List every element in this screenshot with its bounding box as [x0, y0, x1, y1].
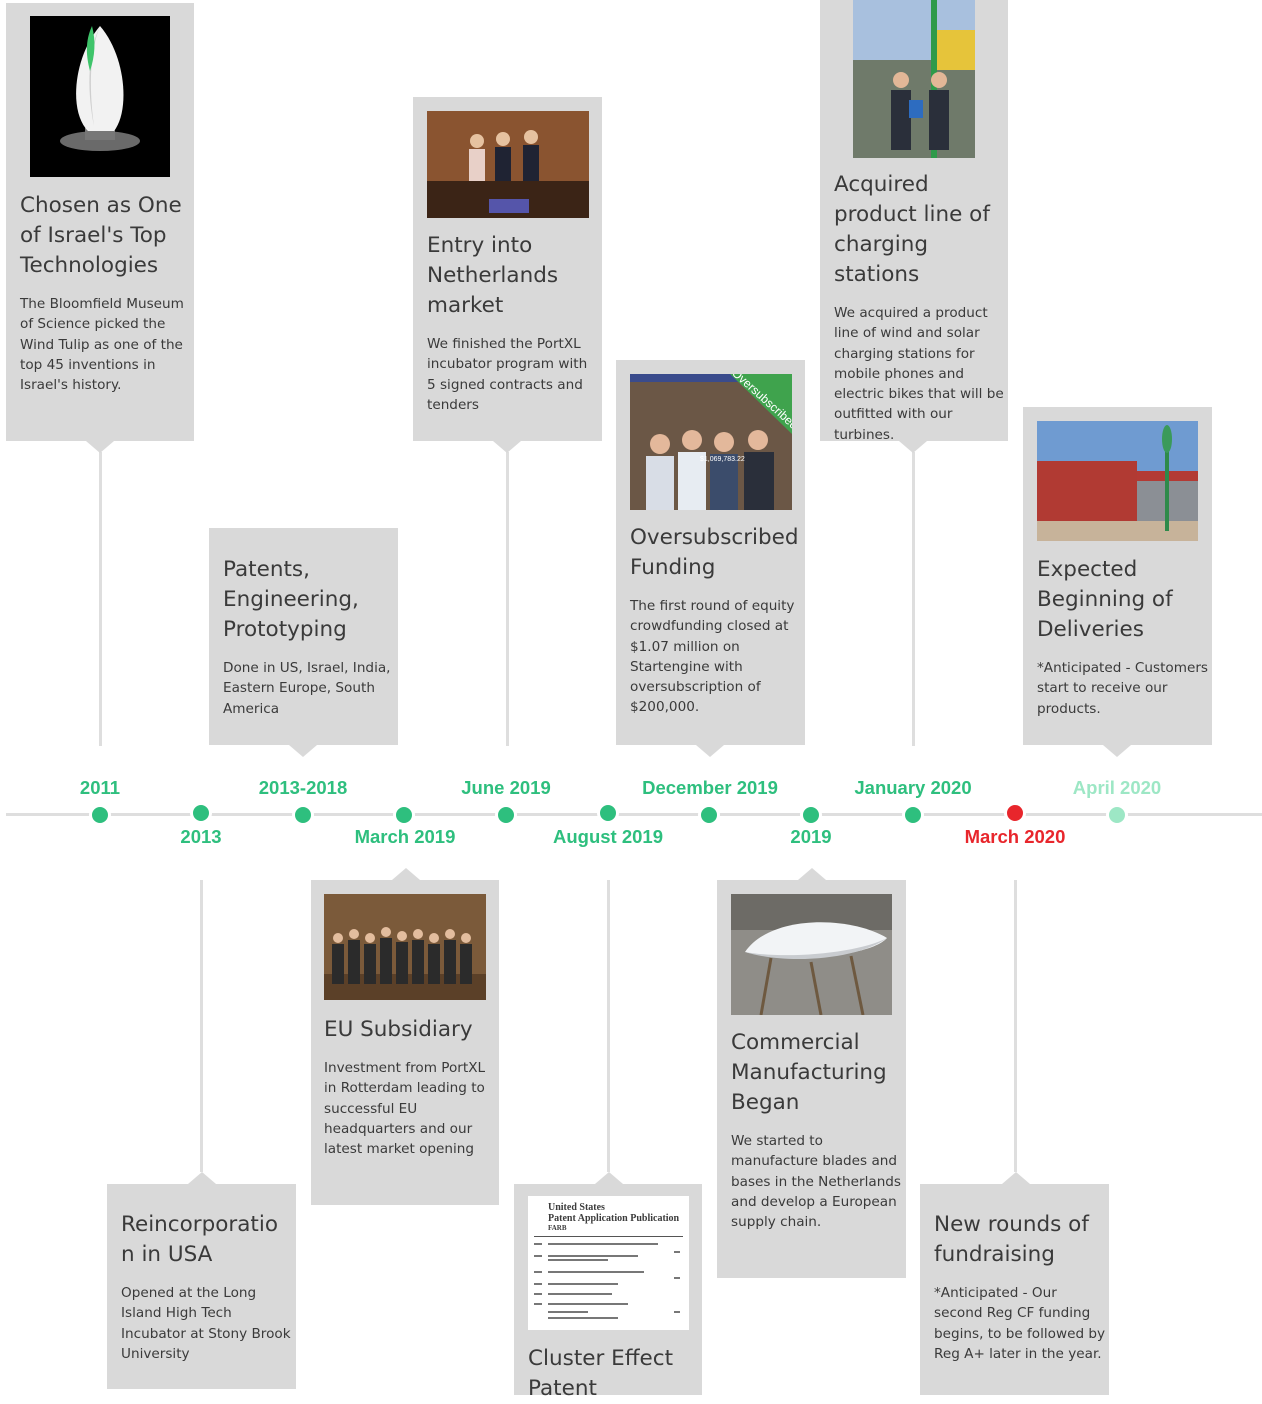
- milestone-title: Expected Beginning of Deliveries: [1037, 557, 1173, 642]
- wind-tulip-sculpture-photo: [30, 16, 170, 177]
- card-pointer: [493, 441, 521, 453]
- connector-line: [912, 452, 915, 746]
- timeline-dot: [597, 802, 619, 824]
- milestone-card-june-2019: Entry into Netherlands market We finishe…: [413, 97, 602, 441]
- group-photo: [324, 894, 486, 1000]
- milestone-title: Patents, Engineering, Prototyping: [223, 557, 359, 642]
- card-pointer: [798, 868, 826, 880]
- card-pointer: [899, 441, 927, 453]
- card-pointer: [595, 1172, 623, 1184]
- timeline-axis: [6, 813, 1262, 816]
- milestone-description: Opened at the Long Island High Tech Incu…: [121, 1285, 291, 1362]
- patent-inventor: FARB: [548, 1224, 567, 1232]
- blade-photo: [731, 894, 892, 1015]
- milestone-description: The first round of equity crowdfunding c…: [630, 598, 795, 716]
- milestone-card-2019: Commercial Manufacturing Began We starte…: [717, 880, 906, 1278]
- card-pointer: [696, 745, 724, 757]
- raised-amount-text: $1,069,783.22: [700, 456, 745, 463]
- card-pointer: [1103, 745, 1131, 757]
- timeline-dot-future: [1106, 804, 1128, 826]
- connector-line: [99, 452, 102, 746]
- date-label: 2013: [180, 826, 222, 847]
- milestone-description: *Anticipated - Our second Reg CF funding…: [934, 1285, 1106, 1362]
- timeline-dot: [190, 802, 212, 824]
- date-label: August 2019: [552, 826, 664, 847]
- milestone-title: Acquired product line of charging statio…: [834, 172, 990, 287]
- card-pointer: [188, 1172, 216, 1184]
- timeline-dot-current: [1004, 802, 1026, 824]
- date-label-current: March 2020: [964, 826, 1066, 847]
- milestone-description: We started to manufacture blades and bas…: [731, 1133, 902, 1231]
- milestone-card-january-2020: Acquired product line of charging statio…: [820, 0, 1008, 443]
- patent-type: Patent Application Publication: [548, 1213, 680, 1224]
- milestone-card-march-2020: New rounds of fundraising *Anticipated -…: [920, 1184, 1109, 1395]
- date-label: 2011: [79, 777, 121, 798]
- milestone-description: Done in US, Israel, India, Eastern Europ…: [223, 660, 391, 717]
- milestone-card-april-2020: Expected Beginning of Deliveries *Antici…: [1023, 407, 1212, 745]
- milestone-card-august-2019: United States Patent Application Publica…: [514, 1184, 702, 1401]
- timeline-dot: [89, 804, 111, 826]
- date-label: June 2019: [461, 777, 551, 798]
- timeline-dot: [393, 804, 415, 826]
- charging-station-photo: [853, 0, 975, 158]
- milestone-title: Commercial Manufacturing Began: [731, 1030, 887, 1115]
- milestone-title: Entry into Netherlands market: [427, 233, 559, 318]
- card-pointer: [86, 441, 114, 453]
- date-label: 2019: [790, 826, 832, 847]
- timeline-dot: [902, 804, 924, 826]
- card-pointer: [392, 868, 420, 880]
- date-label: January 2020: [854, 777, 972, 798]
- milestone-card-december-2019: Oversubscribed $1,069,783.22 Oversubscri…: [616, 360, 805, 745]
- team-photo: Oversubscribed $1,069,783.22: [630, 374, 792, 510]
- timeline-dot: [292, 804, 314, 826]
- connector-line: [1014, 880, 1017, 1172]
- patent-document: United States Patent Application Publica…: [528, 1196, 689, 1330]
- milestone-title: Chosen as One of Israel's Top Technologi…: [20, 193, 182, 278]
- patent-country: United States: [548, 1202, 605, 1213]
- date-label: December 2019: [642, 777, 778, 798]
- milestone-card-2011: Chosen as One of Israel's Top Technologi…: [6, 3, 194, 441]
- milestone-title: New rounds of fundraising: [934, 1212, 1089, 1267]
- date-label-future: April 2020: [1072, 777, 1162, 798]
- milestone-description: *Anticipated - Customers start to receiv…: [1037, 660, 1209, 717]
- milestone-title: Reincorporatio n in USA: [121, 1212, 278, 1267]
- connector-line: [506, 452, 509, 746]
- timeline-dot: [495, 804, 517, 826]
- milestone-title: EU Subsidiary: [324, 1017, 473, 1042]
- timeline-dot: [698, 804, 720, 826]
- timeline-dot: [800, 804, 822, 826]
- milestone-description: We finished the PortXL incubator program…: [427, 336, 588, 413]
- milestone-card-2013-2018: Patents, Engineering, Prototyping Done i…: [209, 528, 398, 745]
- date-label: 2013-2018: [258, 777, 348, 798]
- handshake-photo: [427, 111, 589, 218]
- milestone-title: Oversubscribed Funding: [630, 525, 799, 580]
- milestone-description: Investment from PortXL in Rotterdam lead…: [324, 1060, 486, 1158]
- harbor-turbine-photo: [1037, 421, 1198, 541]
- milestone-title: Cluster Effect Patent: [528, 1346, 674, 1401]
- card-pointer: [1002, 1172, 1030, 1184]
- milestone-description: The Bloomfield Museum of Science picked …: [20, 296, 184, 394]
- milestone-card-march-2019: EU Subsidiary Investment from PortXL in …: [311, 880, 499, 1205]
- connector-line: [607, 880, 610, 1172]
- connector-line: [200, 880, 203, 1172]
- date-label: March 2019: [354, 826, 456, 847]
- milestone-description: We acquired a product line of wind and s…: [834, 305, 1004, 443]
- milestone-card-2013: Reincorporatio n in USA Opened at the Lo…: [107, 1184, 296, 1389]
- card-pointer: [289, 745, 317, 757]
